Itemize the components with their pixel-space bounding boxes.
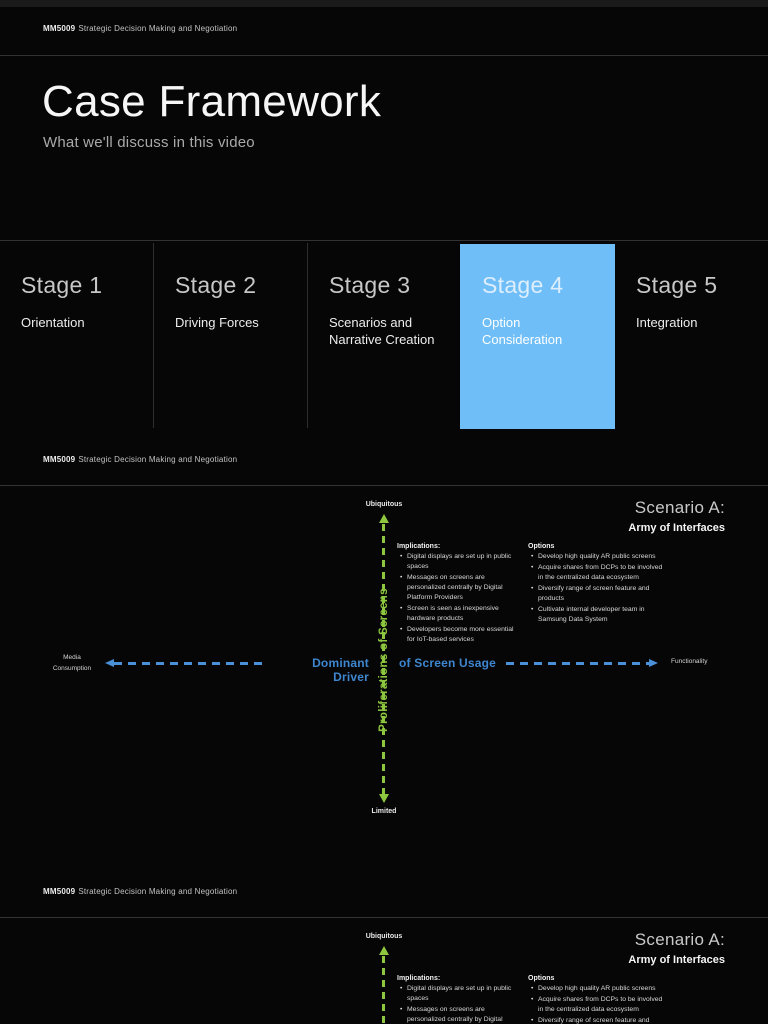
options-list: Develop high quality AR public screens A… xyxy=(528,552,664,625)
stage-name: Stage 2 xyxy=(175,272,257,298)
y-axis-label: Proliferations of Screens xyxy=(378,588,390,732)
y-axis-dashed-line xyxy=(382,956,385,1024)
stage-name: Stage 1 xyxy=(21,272,103,298)
y-axis-top-label: Ubiquitous xyxy=(365,933,403,940)
list-item: Acquire shares from DCPs to be involved … xyxy=(528,995,664,1015)
x-axis-center-label-right: of Screen Usage xyxy=(399,656,497,670)
list-item: Messages on screens are personalized cen… xyxy=(397,1005,523,1024)
stage-name: Stage 3 xyxy=(329,272,411,298)
stage-name: Stage 5 xyxy=(636,272,718,298)
course-name: Strategic Decision Making and Negotiatio… xyxy=(78,455,238,464)
scenario-subtitle: Army of Interfaces xyxy=(628,954,725,966)
stage-column-1: Stage 1 Orientation xyxy=(0,240,154,430)
list-item: Digital displays are set up in public sp… xyxy=(397,984,523,1004)
list-item: Digital displays are set up in public sp… xyxy=(397,552,523,572)
slide-separator xyxy=(0,240,768,241)
slide-separator xyxy=(0,55,768,56)
x-axis-left-label: Media Consumption xyxy=(52,654,92,672)
course-code: MM5009 xyxy=(43,24,76,33)
implications-heading: Implications: xyxy=(397,975,441,982)
scenario-diagram-slide: Scenario A: Army of Interfaces Ubiquitou… xyxy=(0,918,768,1024)
course-name: Strategic Decision Making and Negotiatio… xyxy=(78,24,238,33)
implications-heading: Implications: xyxy=(397,543,441,550)
course-code: MM5009 xyxy=(43,887,76,896)
stages-slide: Stage 1 Orientation Stage 2 Driving Forc… xyxy=(0,240,768,485)
list-item: Screen is seen as inexpensive hardware p… xyxy=(397,604,523,624)
list-item: Develop high quality AR public screens xyxy=(528,984,664,994)
options-heading: Options xyxy=(528,975,555,982)
x-axis-right-label: Functionality xyxy=(671,658,708,665)
list-item: Developers become more essential for IoT… xyxy=(397,625,523,645)
stage-label: Orientation xyxy=(21,315,85,330)
page-subtitle: What we'll discuss in this video xyxy=(43,134,255,151)
scenario-diagram-slide-partial: Scenario A: Army of Interfaces Ubiquitou… xyxy=(0,918,768,1024)
options-block: Options Develop high quality AR public s… xyxy=(528,543,664,626)
y-axis-dashed-line xyxy=(382,524,385,794)
options-list: Develop high quality AR public screens A… xyxy=(528,984,664,1024)
x-axis-center-label-left: Dominant Driver xyxy=(312,656,369,684)
y-axis-bottom-label: Limited xyxy=(371,808,397,815)
stage-label: Scenarios and Narrative Creation xyxy=(329,315,435,347)
arrow-right-icon xyxy=(649,659,658,667)
implications-list: Digital displays are set up in public sp… xyxy=(397,552,523,645)
implications-block: Implications: Digital displays are set u… xyxy=(397,543,523,646)
y-axis-top-label: Ubiquitous xyxy=(365,501,403,508)
stage-4-highlight xyxy=(460,244,615,429)
arrow-down-icon xyxy=(379,794,389,803)
implications-list: Digital displays are set up in public sp… xyxy=(397,984,523,1024)
stage-divider xyxy=(307,243,308,428)
scenario-title: Scenario A: xyxy=(634,498,725,517)
course-name: Strategic Decision Making and Negotiatio… xyxy=(78,887,238,896)
stage-column-5: Stage 5 Integration xyxy=(615,240,768,430)
stage-column-2: Stage 2 Driving Forces xyxy=(154,240,308,430)
scenario-title: Scenario A: xyxy=(634,930,725,949)
list-item: Cultivate internal developer team in Sam… xyxy=(528,605,664,625)
stage-column-3: Stage 3 Scenarios and Narrative Creation xyxy=(308,240,462,430)
stage-name: Stage 4 xyxy=(482,272,564,298)
stage-label: Driving Forces xyxy=(175,315,259,330)
stage-label: Integration xyxy=(636,315,698,330)
scenario-subtitle: Army of Interfaces xyxy=(628,522,725,534)
arrow-left-icon xyxy=(105,659,114,667)
options-block: Options Develop high quality AR public s… xyxy=(528,975,664,1024)
stage-divider xyxy=(153,243,154,428)
course-code: MM5009 xyxy=(43,455,76,464)
previous-slide-fragment xyxy=(0,0,768,7)
x-axis-dashed-line-right xyxy=(506,662,649,665)
list-item: Messages on screens are personalized cen… xyxy=(397,573,523,603)
arrow-up-icon xyxy=(379,946,389,955)
page-title: Case Framework xyxy=(42,77,382,126)
stage-column-4: Stage 4 Option Consideration xyxy=(461,240,615,430)
list-item: Acquire shares from DCPs to be involved … xyxy=(528,563,664,583)
x-axis-dashed-line-left xyxy=(114,662,266,665)
slide-separator xyxy=(0,485,768,486)
arrow-up-icon xyxy=(379,514,389,523)
list-item: Develop high quality AR public screens xyxy=(528,552,664,562)
options-heading: Options xyxy=(528,543,555,550)
slide-separator xyxy=(0,917,768,918)
list-item: Diversify range of screen feature and pr… xyxy=(528,1016,664,1024)
stage-label: Option Consideration xyxy=(482,315,563,347)
scenario-diagram-slide: Scenario A: Army of Interfaces Ubiquitou… xyxy=(0,486,768,918)
implications-block: Implications: Digital displays are set u… xyxy=(397,975,523,1024)
list-item: Diversify range of screen feature and pr… xyxy=(528,584,664,604)
